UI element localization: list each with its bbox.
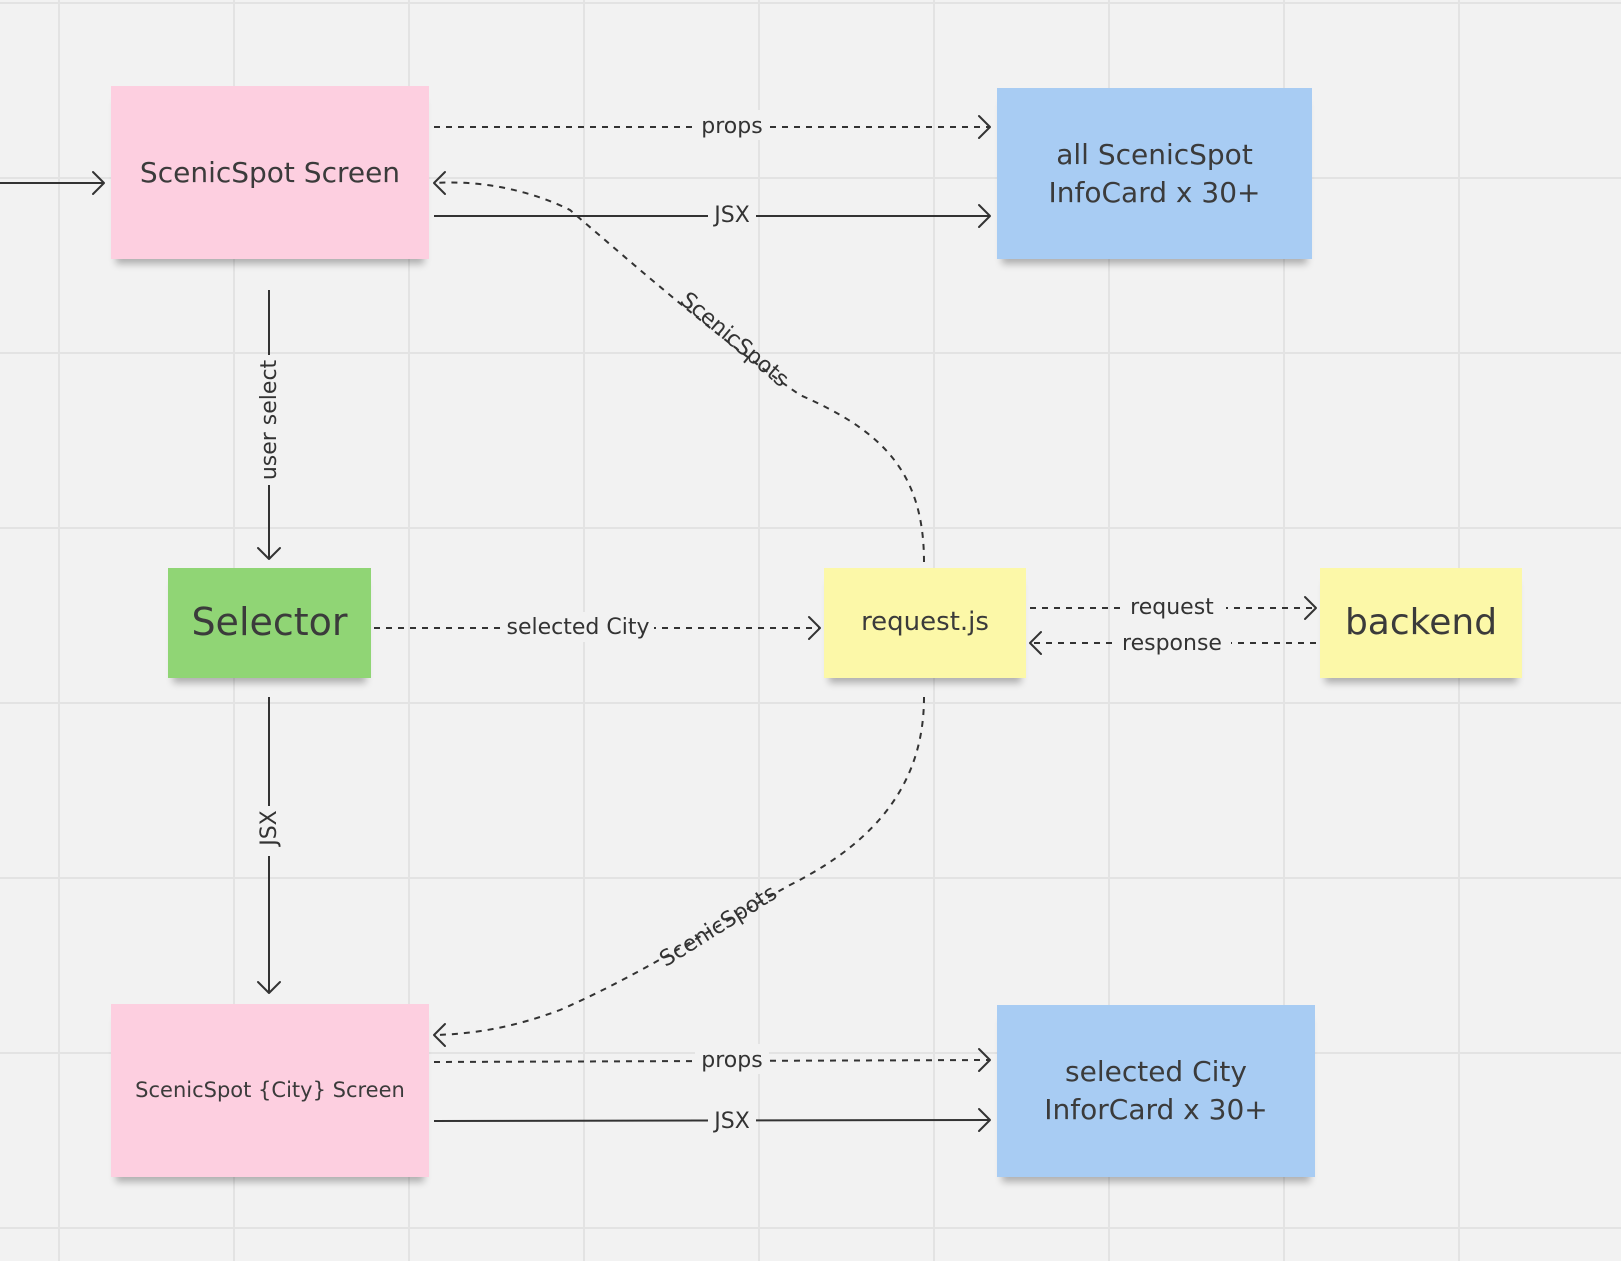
selected-city-edge[interactable]: selected City <box>374 612 821 642</box>
selector-note[interactable]: Selector <box>168 568 371 678</box>
selected-city-label: selected City <box>507 615 650 640</box>
scenicspots-top-label: ScenicSpots <box>675 288 793 393</box>
props-bottom-edge[interactable]: props <box>433 1044 991 1074</box>
all-infocard-label-line2: InfoCard x 30+ <box>1048 175 1261 209</box>
all-infocard-note[interactable]: all ScenicSpot InfoCard x 30+ <box>997 88 1312 259</box>
city-infocard-note[interactable]: selected City InforCard x 30+ <box>997 1005 1315 1177</box>
selector-label: Selector <box>191 600 348 645</box>
scenicspots-bottom-edge[interactable]: ScenicSpots <box>433 696 925 1047</box>
jsx-top-edge[interactable]: JSX <box>434 198 991 230</box>
request-js-note[interactable]: request.js <box>824 568 1026 678</box>
scenicspot-screen-label: ScenicSpot Screen <box>139 155 401 189</box>
city-infocard-label-line1: selected City <box>1065 1055 1247 1089</box>
request-edge[interactable]: request <box>1030 592 1317 622</box>
jsx-mid-label: JSX <box>257 810 282 848</box>
city-screen-label: ScenicSpot {City} Screen <box>135 1078 405 1103</box>
scenicspot-screen-note[interactable]: ScenicSpot Screen <box>111 86 429 259</box>
request-label: request <box>1130 595 1214 620</box>
response-label: response <box>1122 631 1222 656</box>
props-top-label: props <box>701 114 762 139</box>
city-screen-note[interactable]: ScenicSpot {City} Screen <box>111 1004 429 1177</box>
incoming-edge[interactable] <box>0 171 105 195</box>
scenicspots-bottom-label: ScenicSpots <box>655 881 781 973</box>
backend-note[interactable]: backend <box>1320 568 1522 678</box>
backend-label: backend <box>1344 601 1498 643</box>
jsx-mid-edge[interactable]: JSX <box>255 697 285 994</box>
city-infocard-label-line2: InforCard x 30+ <box>1044 1093 1268 1126</box>
request-js-label: request.js <box>861 607 989 638</box>
props-bottom-label: props <box>701 1048 762 1073</box>
scenicspots-top-edge[interactable]: ScenicSpots <box>433 171 925 563</box>
all-infocard-label-line1: all ScenicSpot <box>1056 137 1253 171</box>
response-edge[interactable]: response <box>1029 627 1316 657</box>
jsx-bottom-label: JSX <box>712 1109 750 1134</box>
user-select-edge[interactable]: user select <box>255 290 285 560</box>
props-top-edge[interactable]: props <box>434 110 991 140</box>
jsx-bottom-edge[interactable]: JSX <box>433 1104 991 1136</box>
user-select-label: user select <box>257 359 282 480</box>
jsx-top-label: JSX <box>712 203 750 228</box>
